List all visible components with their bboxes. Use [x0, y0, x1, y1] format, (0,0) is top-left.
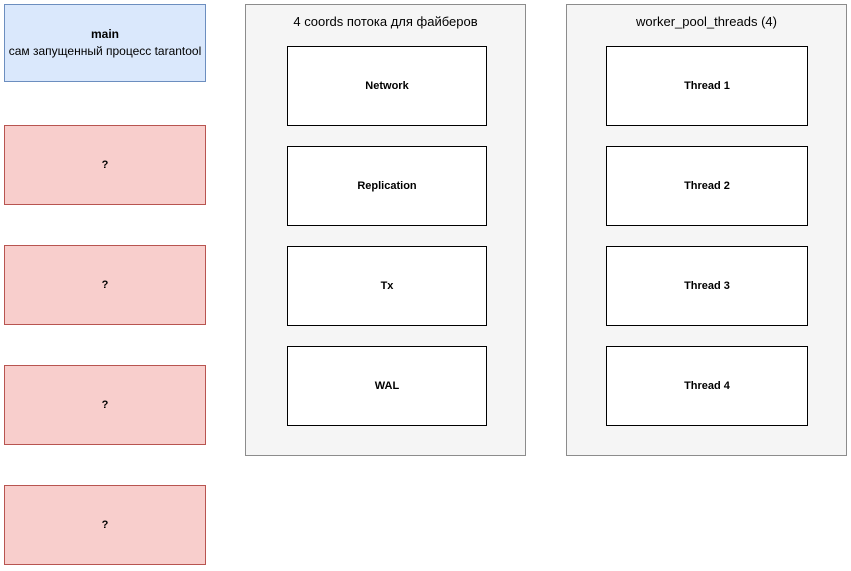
worker-thread-box-4[interactable]: Thread 4 [606, 346, 808, 426]
coord-box-label: WAL [374, 380, 400, 392]
process-box-unknown-3[interactable]: ? [4, 365, 206, 445]
worker-thread-label: Thread 3 [684, 280, 730, 292]
group-worker-pool-title: worker_pool_threads (4) [636, 14, 777, 29]
worker-thread-box-3[interactable]: Thread 3 [606, 246, 808, 326]
process-main-title: main [90, 27, 119, 41]
coord-box-tx[interactable]: Tx [287, 246, 487, 326]
process-unknown-label: ? [101, 519, 109, 531]
process-box-unknown-1[interactable]: ? [4, 125, 206, 205]
worker-thread-box-2[interactable]: Thread 2 [606, 146, 808, 226]
worker-thread-label: Thread 2 [684, 180, 730, 192]
process-unknown-label: ? [101, 159, 109, 171]
worker-thread-label: Thread 1 [684, 80, 730, 92]
process-unknown-label: ? [101, 399, 109, 411]
worker-thread-box-1[interactable]: Thread 1 [606, 46, 808, 126]
coord-box-network[interactable]: Network [287, 46, 487, 126]
group-coords-title: 4 coords потока для файберов [293, 14, 478, 29]
worker-thread-label: Thread 4 [684, 380, 730, 392]
coord-box-label: Network [365, 80, 409, 92]
group-worker-pool[interactable]: worker_pool_threads (4) Thread 1 Thread … [566, 4, 847, 456]
process-box-main[interactable]: main сам запущенный процесс tarantool [4, 4, 206, 82]
coord-box-wal[interactable]: WAL [287, 346, 487, 426]
coord-box-label: Replication [357, 180, 417, 192]
process-box-unknown-2[interactable]: ? [4, 245, 206, 325]
coord-box-label: Tx [380, 280, 394, 292]
process-unknown-label: ? [101, 279, 109, 291]
process-box-unknown-4[interactable]: ? [4, 485, 206, 565]
process-main-subtitle: сам запущенный процесс tarantool [8, 44, 202, 58]
coord-box-replication[interactable]: Replication [287, 146, 487, 226]
group-coords[interactable]: 4 coords потока для файберов Network Rep… [245, 4, 526, 456]
